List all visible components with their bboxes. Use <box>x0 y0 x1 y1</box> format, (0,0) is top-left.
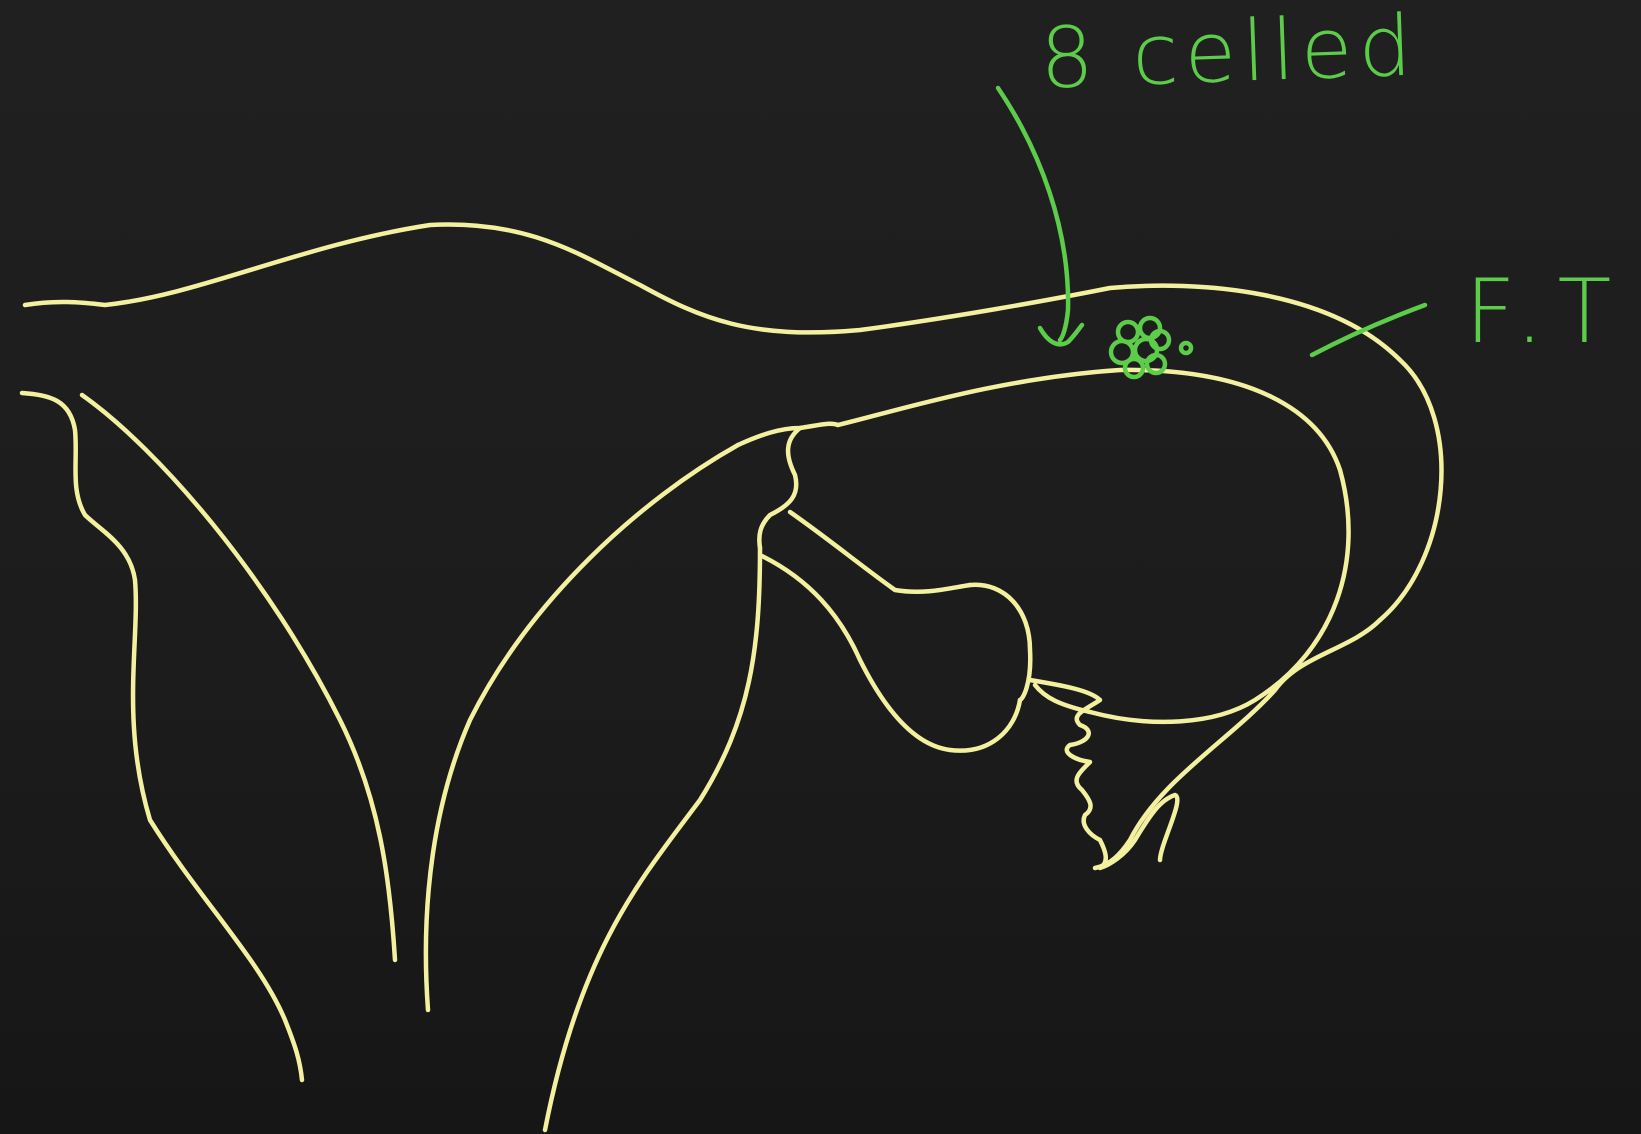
annotation-ink <box>998 88 1425 377</box>
embryo-label: 8 celled <box>1039 3 1419 100</box>
tube-upper-outline <box>25 225 1441 620</box>
tube-outer-lower <box>1095 620 1380 868</box>
tube-inner-outline <box>838 370 1349 722</box>
fimbriae <box>1030 680 1177 868</box>
uterus-left-inner-wall <box>82 395 395 960</box>
fallopian-tube-label: F.T <box>1465 268 1625 356</box>
tube-junction-notch <box>759 428 800 548</box>
embryo-cell <box>1181 343 1191 353</box>
anatomy-outline <box>22 225 1441 1130</box>
uterus-right-outer-wall <box>545 548 760 1130</box>
ovarian-ligament-upper <box>790 512 970 592</box>
ovary <box>970 585 1030 700</box>
uterus-right-wall <box>426 445 738 1010</box>
uterus-left-outer-wall <box>22 393 302 1080</box>
